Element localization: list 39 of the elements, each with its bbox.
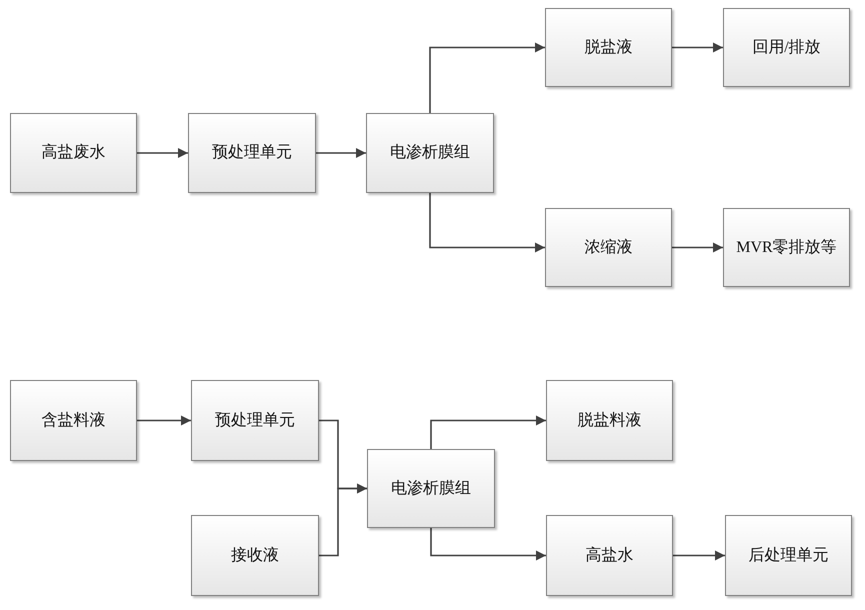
process-box [546,515,673,596]
arrow [430,528,546,560]
arrow [430,416,546,449]
arrow [137,416,191,426]
box-label: 浓缩液 [584,238,632,258]
process-box [188,113,316,193]
box-label: 高盐水 [586,546,634,566]
process-box [366,113,494,193]
arrow [429,42,545,113]
process-box [545,8,672,87]
process-box [723,208,850,287]
box-label: 预处理单元 [212,142,292,163]
box-label: 回用/排放 [752,38,821,58]
process-box [723,8,850,87]
arrow [137,148,188,158]
process-box [725,515,852,596]
box-label: 电渗析膜组 [390,142,470,163]
box-label: 脱盐液 [584,38,632,58]
process-box [191,515,319,596]
arrow [429,193,545,252]
process-box [10,380,137,461]
box-label: 含盐料液 [42,410,106,430]
arrow [319,484,367,556]
process-box [546,380,673,461]
process-box [367,449,495,528]
process-box [191,380,319,461]
box-label: 后处理单元 [748,546,828,566]
box-label: 预处理单元 [215,410,295,430]
process-box [10,113,137,193]
arrow [672,242,723,252]
arrow [672,42,723,52]
box-label: 电渗析膜组 [391,478,471,498]
box-label: MVR零排放等 [736,238,837,258]
arrow [316,148,366,158]
box-label: 高盐废水 [42,142,106,163]
arrow [673,550,725,560]
process-box [545,208,672,287]
box-label: 接收液 [231,546,279,566]
box-label: 脱盐料液 [578,410,642,430]
